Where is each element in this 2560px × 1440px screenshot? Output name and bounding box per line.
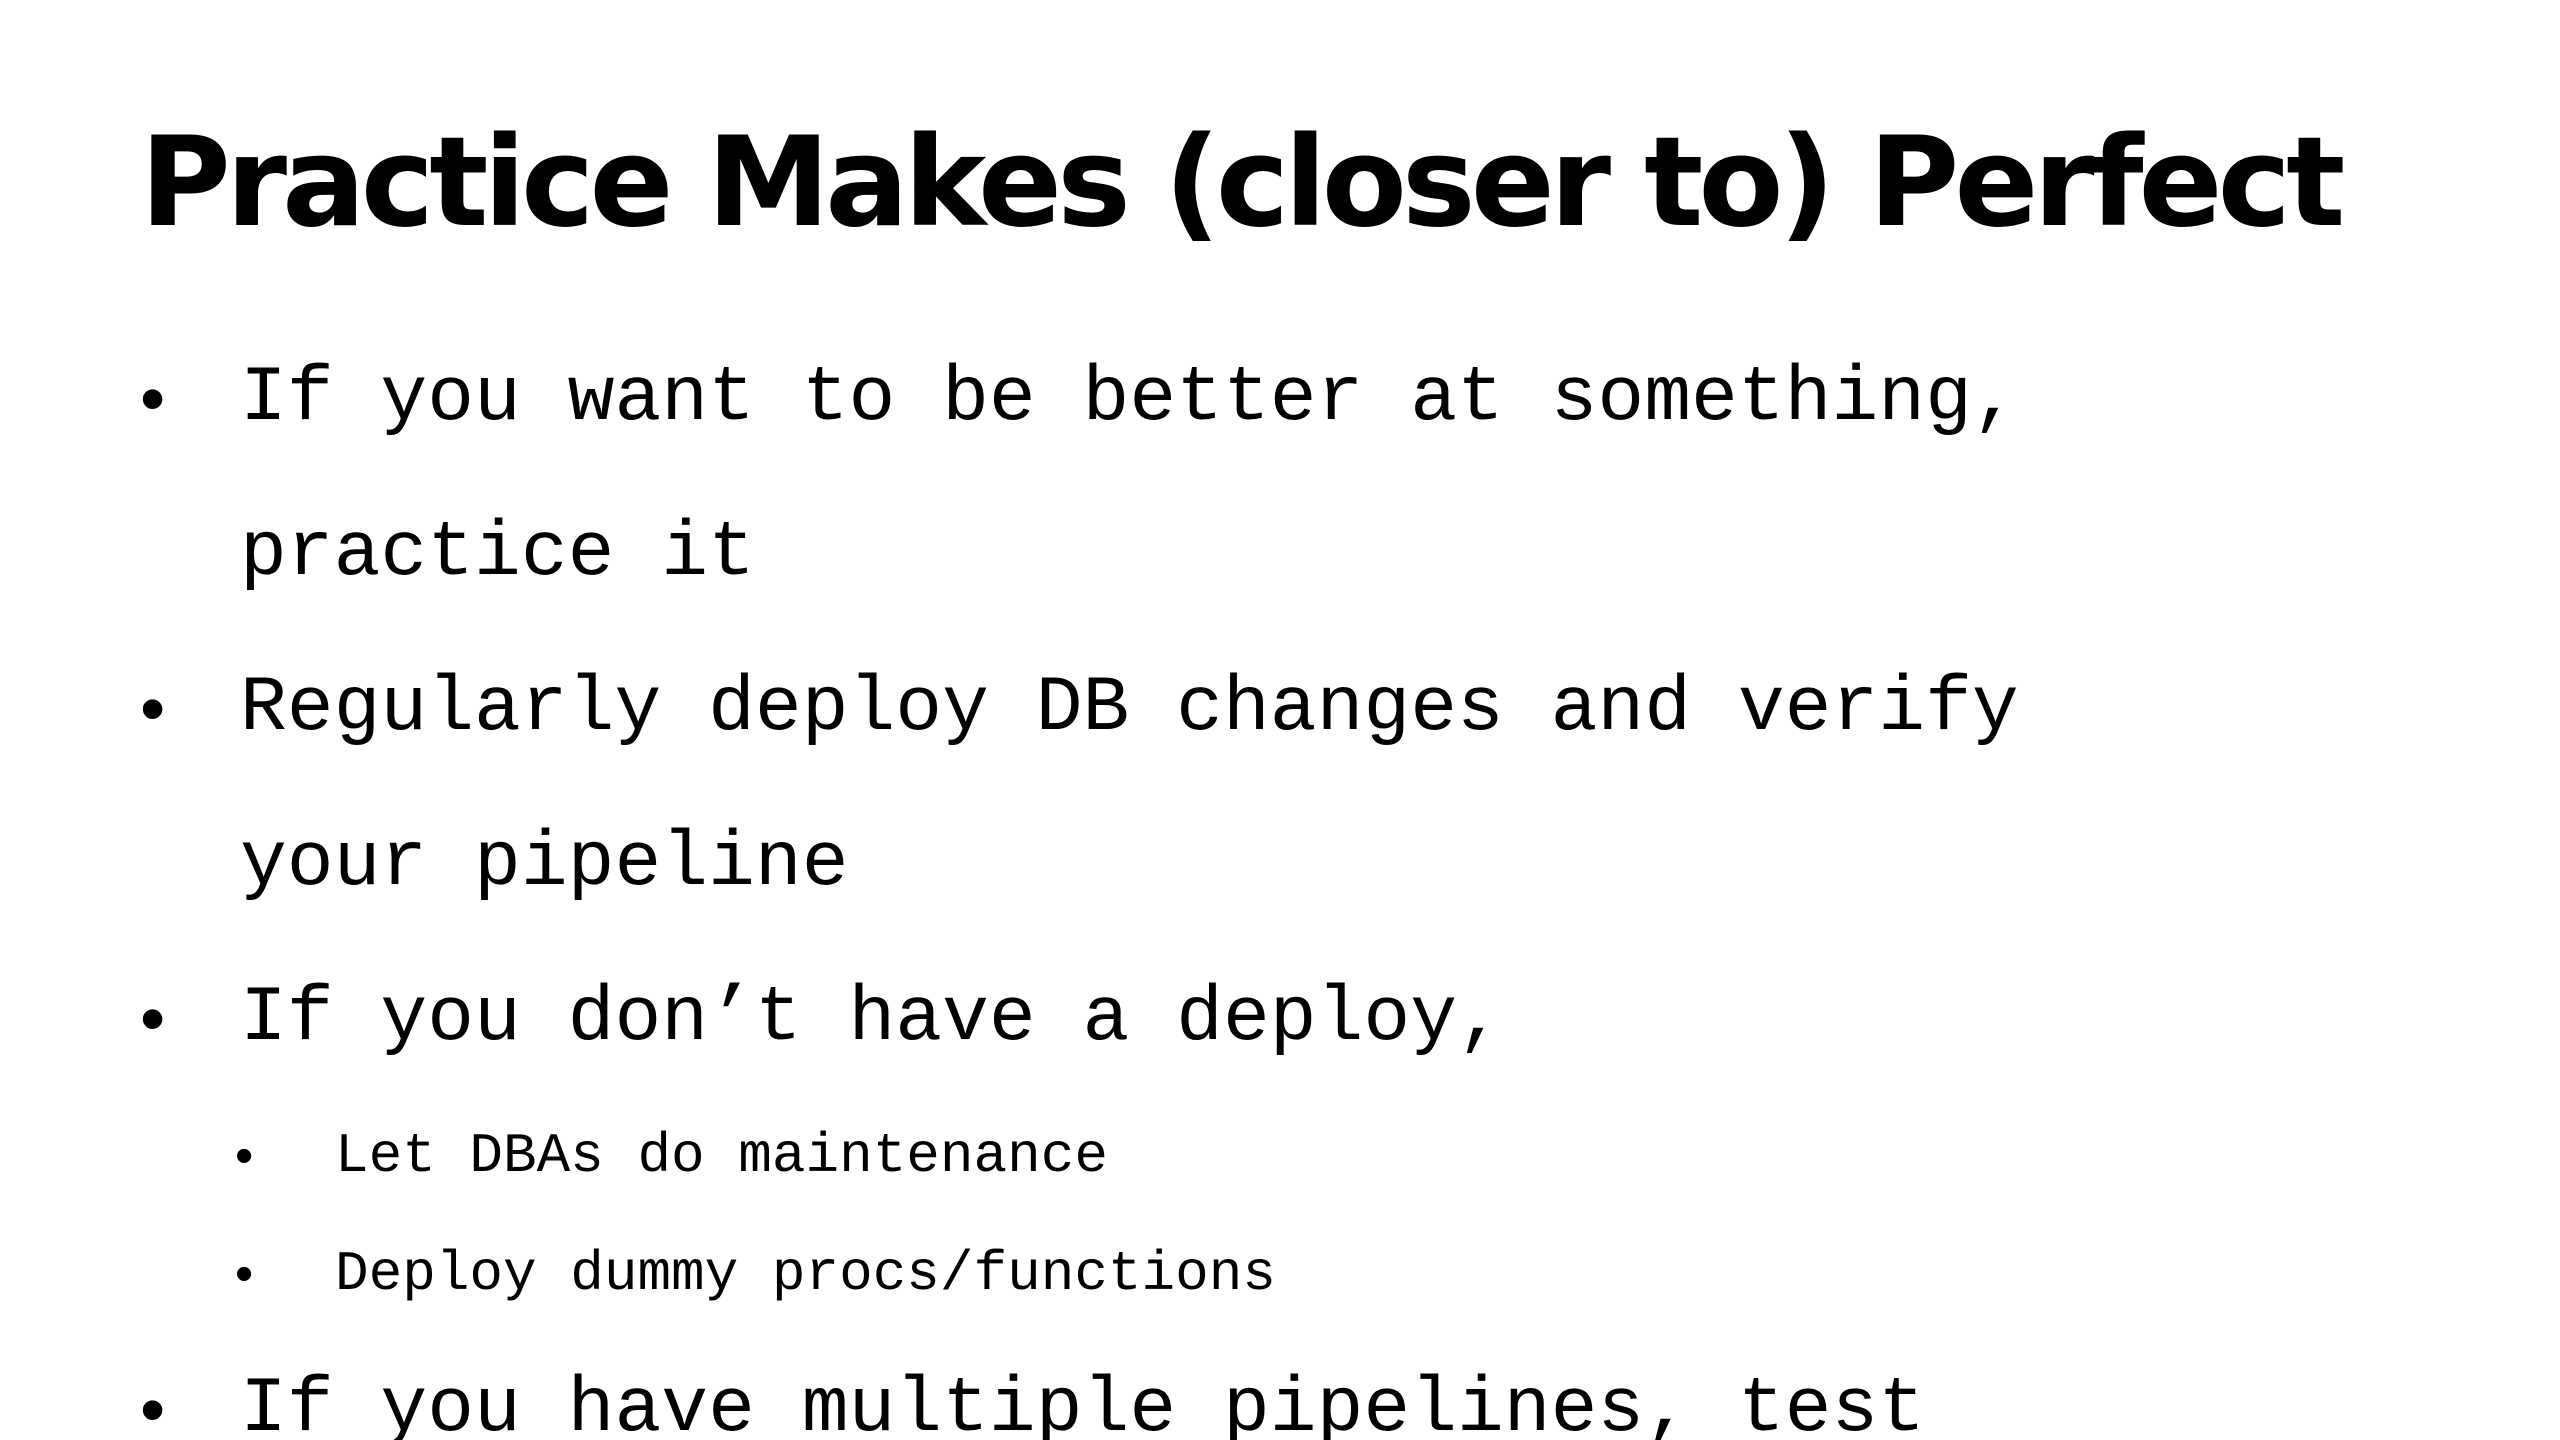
bullet-item: • If you have multiple pipelines, test bbox=[140, 1333, 2500, 1440]
bullet-item: • If you don’t have a deploy, bbox=[140, 942, 2500, 1097]
bullet-dot-icon: • bbox=[140, 359, 166, 439]
sub-bullet-dot-icon: • bbox=[235, 1127, 254, 1185]
bullet-text-line: your pipeline bbox=[240, 820, 849, 908]
bullet-dot-icon: • bbox=[140, 979, 166, 1059]
slide-title: Practice Makes (closer to) Perfect bbox=[140, 111, 2345, 255]
bullet-text-line: If you want to be better at something, bbox=[240, 355, 2019, 443]
sub-bullet-text: Deploy dummy procs/functions bbox=[335, 1242, 1276, 1306]
bullet-item: • If you want to be better at something,… bbox=[140, 322, 2500, 632]
sub-bullet-item: • Deploy dummy procs/functions bbox=[140, 1215, 2500, 1333]
sub-bullet-dot-icon: • bbox=[235, 1245, 254, 1303]
sub-bullet-item: • Let DBAs do maintenance bbox=[140, 1097, 2500, 1215]
bullet-text-line: Regularly deploy DB changes and verify bbox=[240, 665, 2019, 753]
bullet-text-line: practice it bbox=[240, 510, 755, 598]
bullet-dot-icon: • bbox=[140, 1370, 166, 1440]
bullet-item: • Regularly deploy DB changes and verify… bbox=[140, 632, 2500, 942]
sub-bullet-text: Let DBAs do maintenance bbox=[335, 1124, 1108, 1188]
bullet-text-line: If you don’t have a deploy, bbox=[240, 975, 1504, 1063]
bullet-text-line: If you have multiple pipelines, test bbox=[240, 1366, 1926, 1440]
bullet-dot-icon: • bbox=[140, 669, 166, 749]
bullet-list: • If you want to be better at something,… bbox=[140, 322, 2500, 1440]
